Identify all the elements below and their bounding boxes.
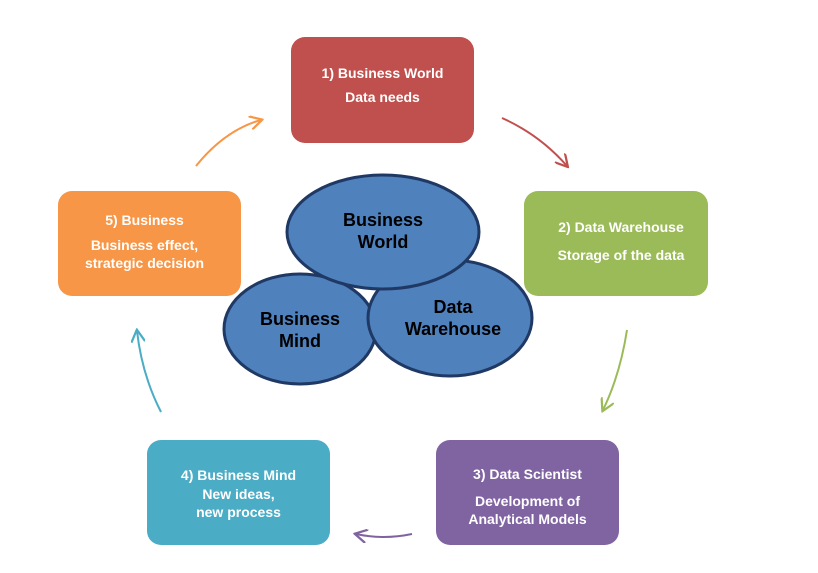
- step-box-business-world: 1) Business World Data needs: [291, 37, 474, 143]
- arrow-icon: [137, 331, 162, 413]
- business-world-label: Business World: [342, 210, 424, 252]
- arrow-icon: [501, 117, 567, 166]
- business-world-ellipse: [285, 173, 481, 291]
- data-warehouse-label: Data Warehouse: [404, 297, 502, 339]
- step-detail: Development of Analytical Models: [468, 493, 587, 527]
- arrow-icon: [356, 534, 413, 537]
- arrow-icon: [603, 329, 628, 410]
- step-title: 5) Business: [105, 212, 184, 228]
- step-detail: Business effect, strategic decision: [84, 237, 205, 271]
- step-title: 3) Data Scientist: [473, 466, 582, 482]
- step-detail: Data needs: [345, 89, 420, 105]
- arrow-icon: [195, 120, 261, 167]
- step-box-data-scientist: 3) Data Scientist Development of Analyti…: [436, 440, 619, 545]
- step-title: 4) Business Mind: [180, 467, 297, 483]
- step-title: 2) Data Warehouse: [558, 219, 684, 235]
- step-box-business: 5) Business Business effect, strategic d…: [58, 191, 241, 296]
- step-box-business-mind: 4) Business Mind New ideas, new process: [147, 440, 330, 545]
- step-box-data-warehouse: 2) Data Warehouse Storage of the data: [524, 191, 708, 296]
- step-detail: Storage of the data: [557, 247, 685, 263]
- business-mind-label: Business Mind: [259, 309, 341, 351]
- step-title: 1) Business World: [321, 65, 444, 81]
- step-detail: New ideas, new process: [196, 486, 281, 520]
